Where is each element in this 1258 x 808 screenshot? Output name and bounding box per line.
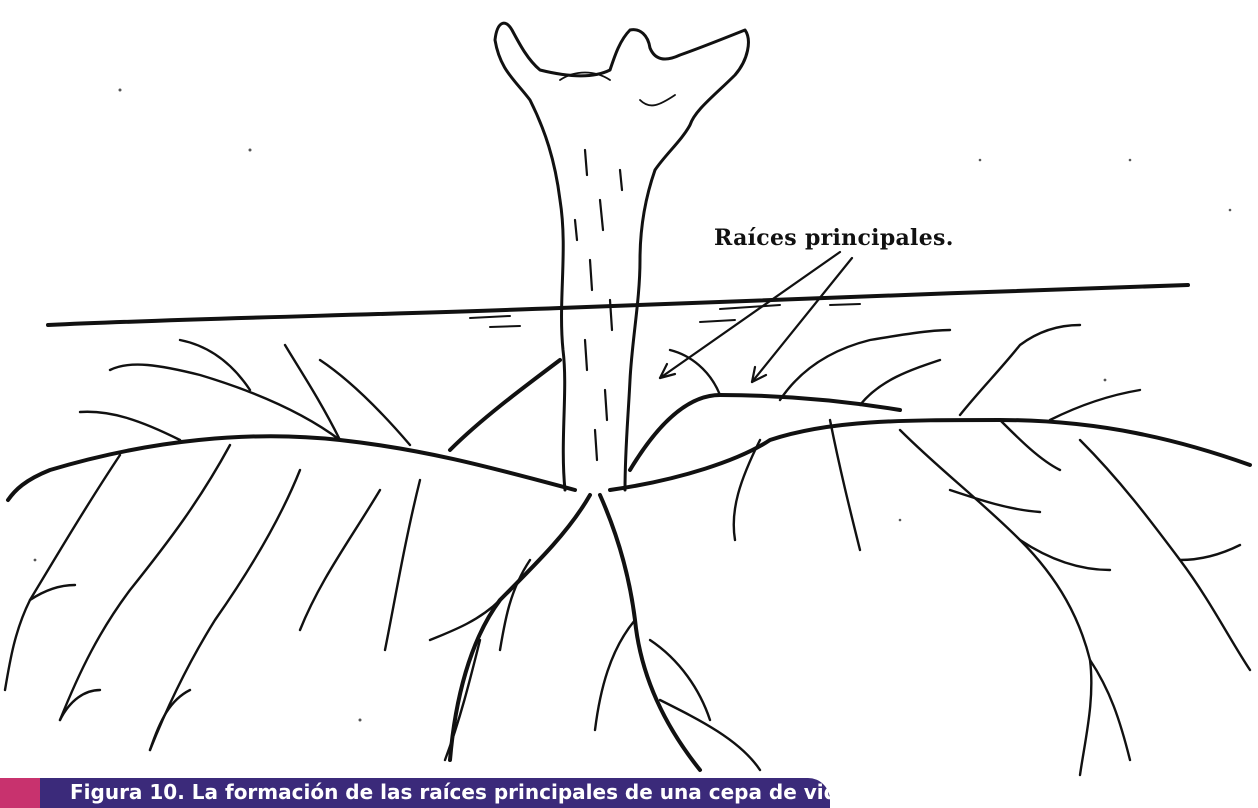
secondary-roots [5, 325, 1250, 775]
paper-speckles [34, 89, 1232, 722]
caption-bar: Figura 10. La formación de las raíces pr… [0, 778, 830, 808]
label-pointer-arrows [660, 252, 852, 382]
principal-roots-label: Raíces principales. [714, 225, 954, 251]
caption-accent-stripe [0, 778, 40, 808]
figure-caption: Figura 10. La formación de las raíces pr… [70, 780, 838, 804]
vine-trunk [495, 23, 748, 490]
ground-line [48, 285, 1188, 327]
